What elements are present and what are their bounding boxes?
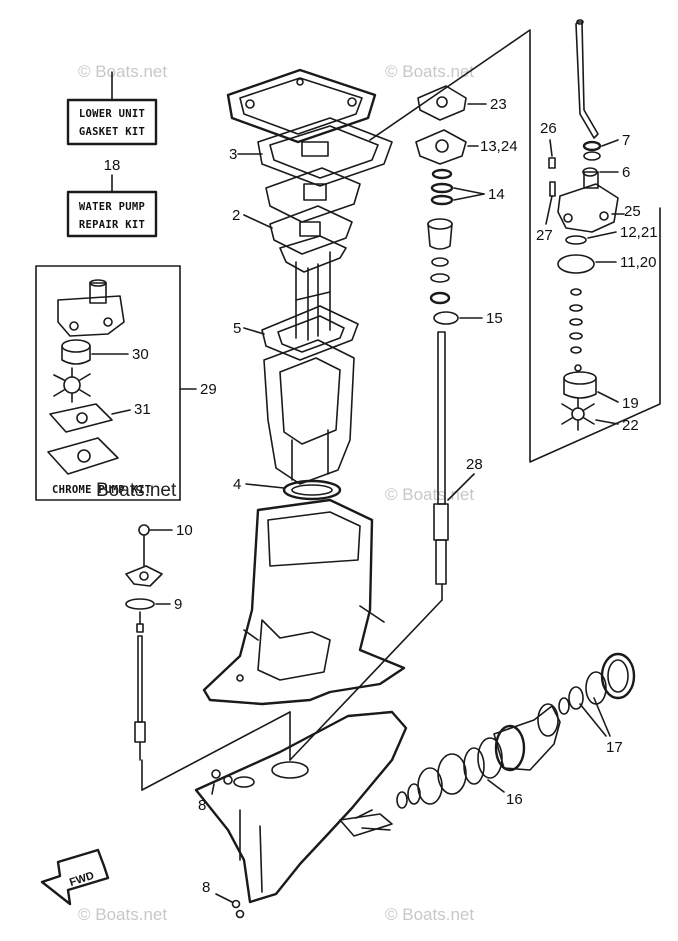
upper-gasket-plate (226, 68, 377, 144)
watermark-bottom-right: © Boats.net (385, 905, 474, 924)
small-seals-stack (569, 288, 583, 372)
fwd-arrow: FWD (40, 848, 110, 906)
impeller-22: 22 (561, 397, 639, 434)
callout-11-20: 11,20 (620, 254, 656, 271)
gasket-kit-line1: LOWER UNIT (79, 108, 145, 120)
grommet-7: 7 (582, 132, 630, 161)
shift-rod (575, 19, 599, 139)
exhaust-guide (279, 235, 347, 341)
callout-17: 17 (606, 739, 623, 756)
watermark-top-left: © Boats.net (78, 62, 167, 81)
callout-15: 15 (486, 310, 503, 327)
gasket-plate-middle (265, 167, 361, 223)
upper-casing (202, 498, 406, 706)
pump-kit-line2: REPAIR KIT (79, 219, 145, 231)
water-pump-cover-23: 23 (417, 85, 507, 121)
o-ring-12-21: 12,21 (565, 224, 658, 245)
callout-8-upper: 8 (198, 797, 206, 814)
pump-kit-line1: WATER PUMP (79, 201, 145, 213)
callout-2: 2 (232, 207, 240, 224)
watermark-top-right: © Boats.net (385, 62, 474, 81)
callout-14: 14 (488, 186, 505, 203)
callout-23: 23 (490, 96, 507, 113)
callout-16: 16 (506, 791, 523, 808)
callout-4: 4 (233, 476, 241, 493)
callout-10: 10 (176, 522, 193, 539)
exhaust-housing (263, 339, 355, 485)
chrome-pump-kit-box: 29 CHROME PUMP KIT Boats.net 30 31 (35, 265, 217, 501)
water-pump-repair-kit-label: 18 WATER PUMP REPAIR KIT (66, 157, 158, 238)
callout-30: 30 (132, 346, 149, 363)
gasket-5: 5 (233, 305, 359, 361)
gasket-13-24: 13,24 (415, 129, 518, 165)
water-pump-housing-25: 25 (557, 171, 641, 233)
callout-13-24: 13,24 (480, 138, 518, 155)
chrome-pump-impeller (53, 367, 91, 403)
bolt-8-upper: 8 (198, 769, 233, 814)
callout-6: 6 (622, 164, 630, 181)
connector-lines (141, 29, 661, 791)
callout-9: 9 (174, 596, 182, 613)
callout-19: 19 (622, 395, 639, 412)
callout-25: 25 (624, 203, 641, 220)
bolt-8-lower: 8 (202, 879, 245, 919)
callout-26: 26 (540, 120, 557, 137)
watermark-mid-right: © Boats.net (385, 485, 474, 504)
callout-29: 29 (200, 381, 217, 398)
chrome-pump-insert: 30 (61, 339, 149, 365)
callout-27: 27 (536, 227, 553, 244)
callout-8-lower: 8 (202, 879, 210, 896)
chrome-pump-housing (57, 279, 125, 337)
chrome-pump-kit-label: CHROME PUMP KIT (52, 484, 151, 496)
chrome-pump-plate: 31 (49, 401, 151, 433)
callout-7: 7 (622, 132, 630, 149)
bolt-26: 26 (540, 120, 557, 169)
watermark-dark: Boats.net (96, 480, 177, 501)
callout-31: 31 (134, 401, 151, 418)
gasket-3: 3 (229, 117, 393, 187)
callout-28: 28 (466, 456, 483, 473)
seals-17: 17 (558, 652, 636, 756)
propeller-shaft-housing: 16 (396, 703, 561, 809)
lower-pump-parts: 10 9 (125, 522, 193, 761)
chrome-pump-gasket (47, 437, 119, 475)
insert-19: 19 (563, 371, 639, 412)
lower-unit-gasket-kit-label: LOWER UNIT GASKET KIT (66, 71, 158, 146)
o-ring-15: 15 (433, 310, 503, 327)
callout-22: 22 (622, 417, 639, 434)
callout-12-21: 12,21 (620, 224, 658, 241)
gear-case (194, 710, 408, 904)
oil-seals-14: 14 (430, 168, 505, 206)
gasket-4: 4 (233, 476, 342, 501)
callout-3: 3 (229, 146, 237, 163)
bolt-27: 27 (536, 181, 556, 244)
bearing-housing (427, 218, 453, 305)
callout-5: 5 (233, 320, 241, 337)
gasket-2: 2 (232, 205, 353, 255)
watermark-bottom-left: © Boats.net (78, 905, 167, 924)
o-ring-11-20: 11,20 (557, 254, 656, 274)
drive-shaft-28: 28 (433, 331, 483, 585)
callout-18: 18 (104, 157, 121, 174)
gasket-kit-line2: GASKET KIT (79, 126, 145, 138)
